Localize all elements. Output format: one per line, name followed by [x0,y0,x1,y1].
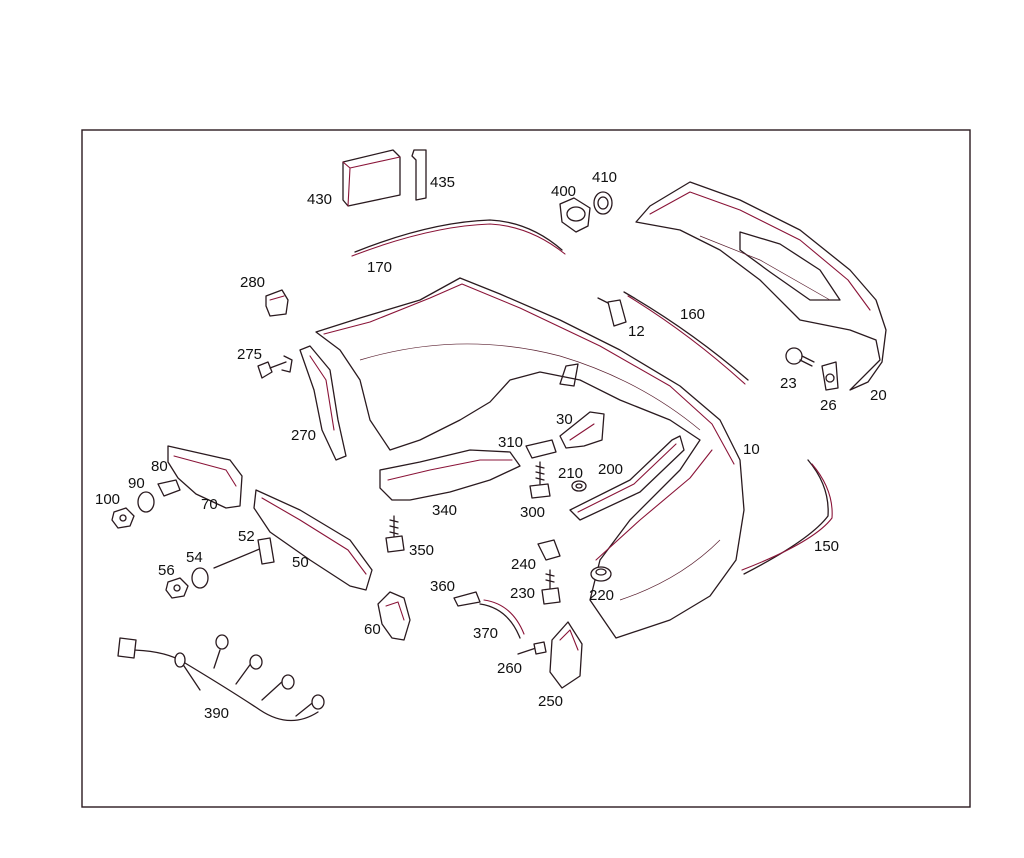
label-240: 240 [511,556,536,573]
label-360: 360 [430,578,455,595]
label-200: 200 [598,461,623,478]
label-370: 370 [473,625,498,642]
label-210: 210 [558,465,583,482]
label-30: 30 [556,411,573,428]
label-170: 170 [367,259,392,276]
part-100-nut [111,507,135,529]
part-60-bracket [377,591,411,641]
label-280: 280 [240,274,265,291]
part-170-trim-strip [351,219,566,257]
label-300: 300 [520,504,545,521]
part-310-clip [525,439,557,459]
part-280-clip [265,289,289,317]
label-270: 270 [291,427,316,444]
part-56-nut [165,577,189,599]
part-90-washer [137,491,155,513]
label-60: 60 [364,621,381,638]
part-20-rear-diffuser [635,181,887,391]
part-80-stud [157,479,181,497]
part-23-screw [785,347,815,367]
label-250: 250 [538,693,563,710]
label-12: 12 [628,323,645,340]
label-90: 90 [128,475,145,492]
part-26-clip-nut [821,361,839,391]
part-10-bumper-cover [315,277,745,639]
label-340: 340 [432,502,457,519]
label-80: 80 [151,458,168,475]
label-10: 10 [743,441,760,458]
diagram-frame [81,129,971,808]
label-20: 20 [870,387,887,404]
label-160: 160 [680,306,705,323]
part-200-reinforcement-bar [569,435,685,521]
part-220-grommet [590,566,612,582]
part-210-washer [571,480,587,492]
part-300-bolt [529,461,551,499]
label-350: 350 [409,542,434,559]
part-52-bolt [213,537,275,569]
label-56: 56 [158,562,175,579]
label-390: 390 [204,705,229,722]
part-390-wiring-harness [117,634,325,722]
part-50-impact-absorber [253,489,373,591]
part-340-under-panel [379,449,521,501]
label-70: 70 [201,496,218,513]
part-12-bracket [597,297,627,327]
label-26: 26 [820,397,837,414]
label-275: 275 [237,346,262,363]
part-410-sensor-ring [593,191,613,215]
label-230: 230 [510,585,535,602]
part-400-parking-sensor [559,197,591,233]
label-23: 23 [780,375,797,392]
part-270-side-bracket [299,345,347,461]
label-50: 50 [292,554,309,571]
label-310: 310 [498,434,523,451]
label-435: 435 [430,174,455,191]
part-54-washer [191,567,209,589]
part-240-clip [537,539,561,561]
part-275-push-rivet [257,355,293,379]
part-350-screw [385,515,405,553]
part-435-bracket [411,149,427,201]
part-250-splash-shield [549,621,583,689]
label-410: 410 [592,169,617,186]
part-30-bracket [559,411,605,449]
label-52: 52 [238,528,255,545]
part-160-trim-strip [623,291,749,385]
part-230-bolt [541,569,561,605]
label-400: 400 [551,183,576,200]
part-430-control-module [342,149,401,207]
label-54: 54 [186,549,203,566]
label-430: 430 [307,191,332,208]
part-70-mount-bracket [167,445,243,509]
part-150-trim-strip [741,459,833,575]
label-150: 150 [814,538,839,555]
label-220: 220 [589,587,614,604]
part-360-pad [453,591,481,607]
part-260-pin [517,641,547,655]
label-100: 100 [95,491,120,508]
part-370-trim-piece [479,599,525,639]
label-260: 260 [497,660,522,677]
